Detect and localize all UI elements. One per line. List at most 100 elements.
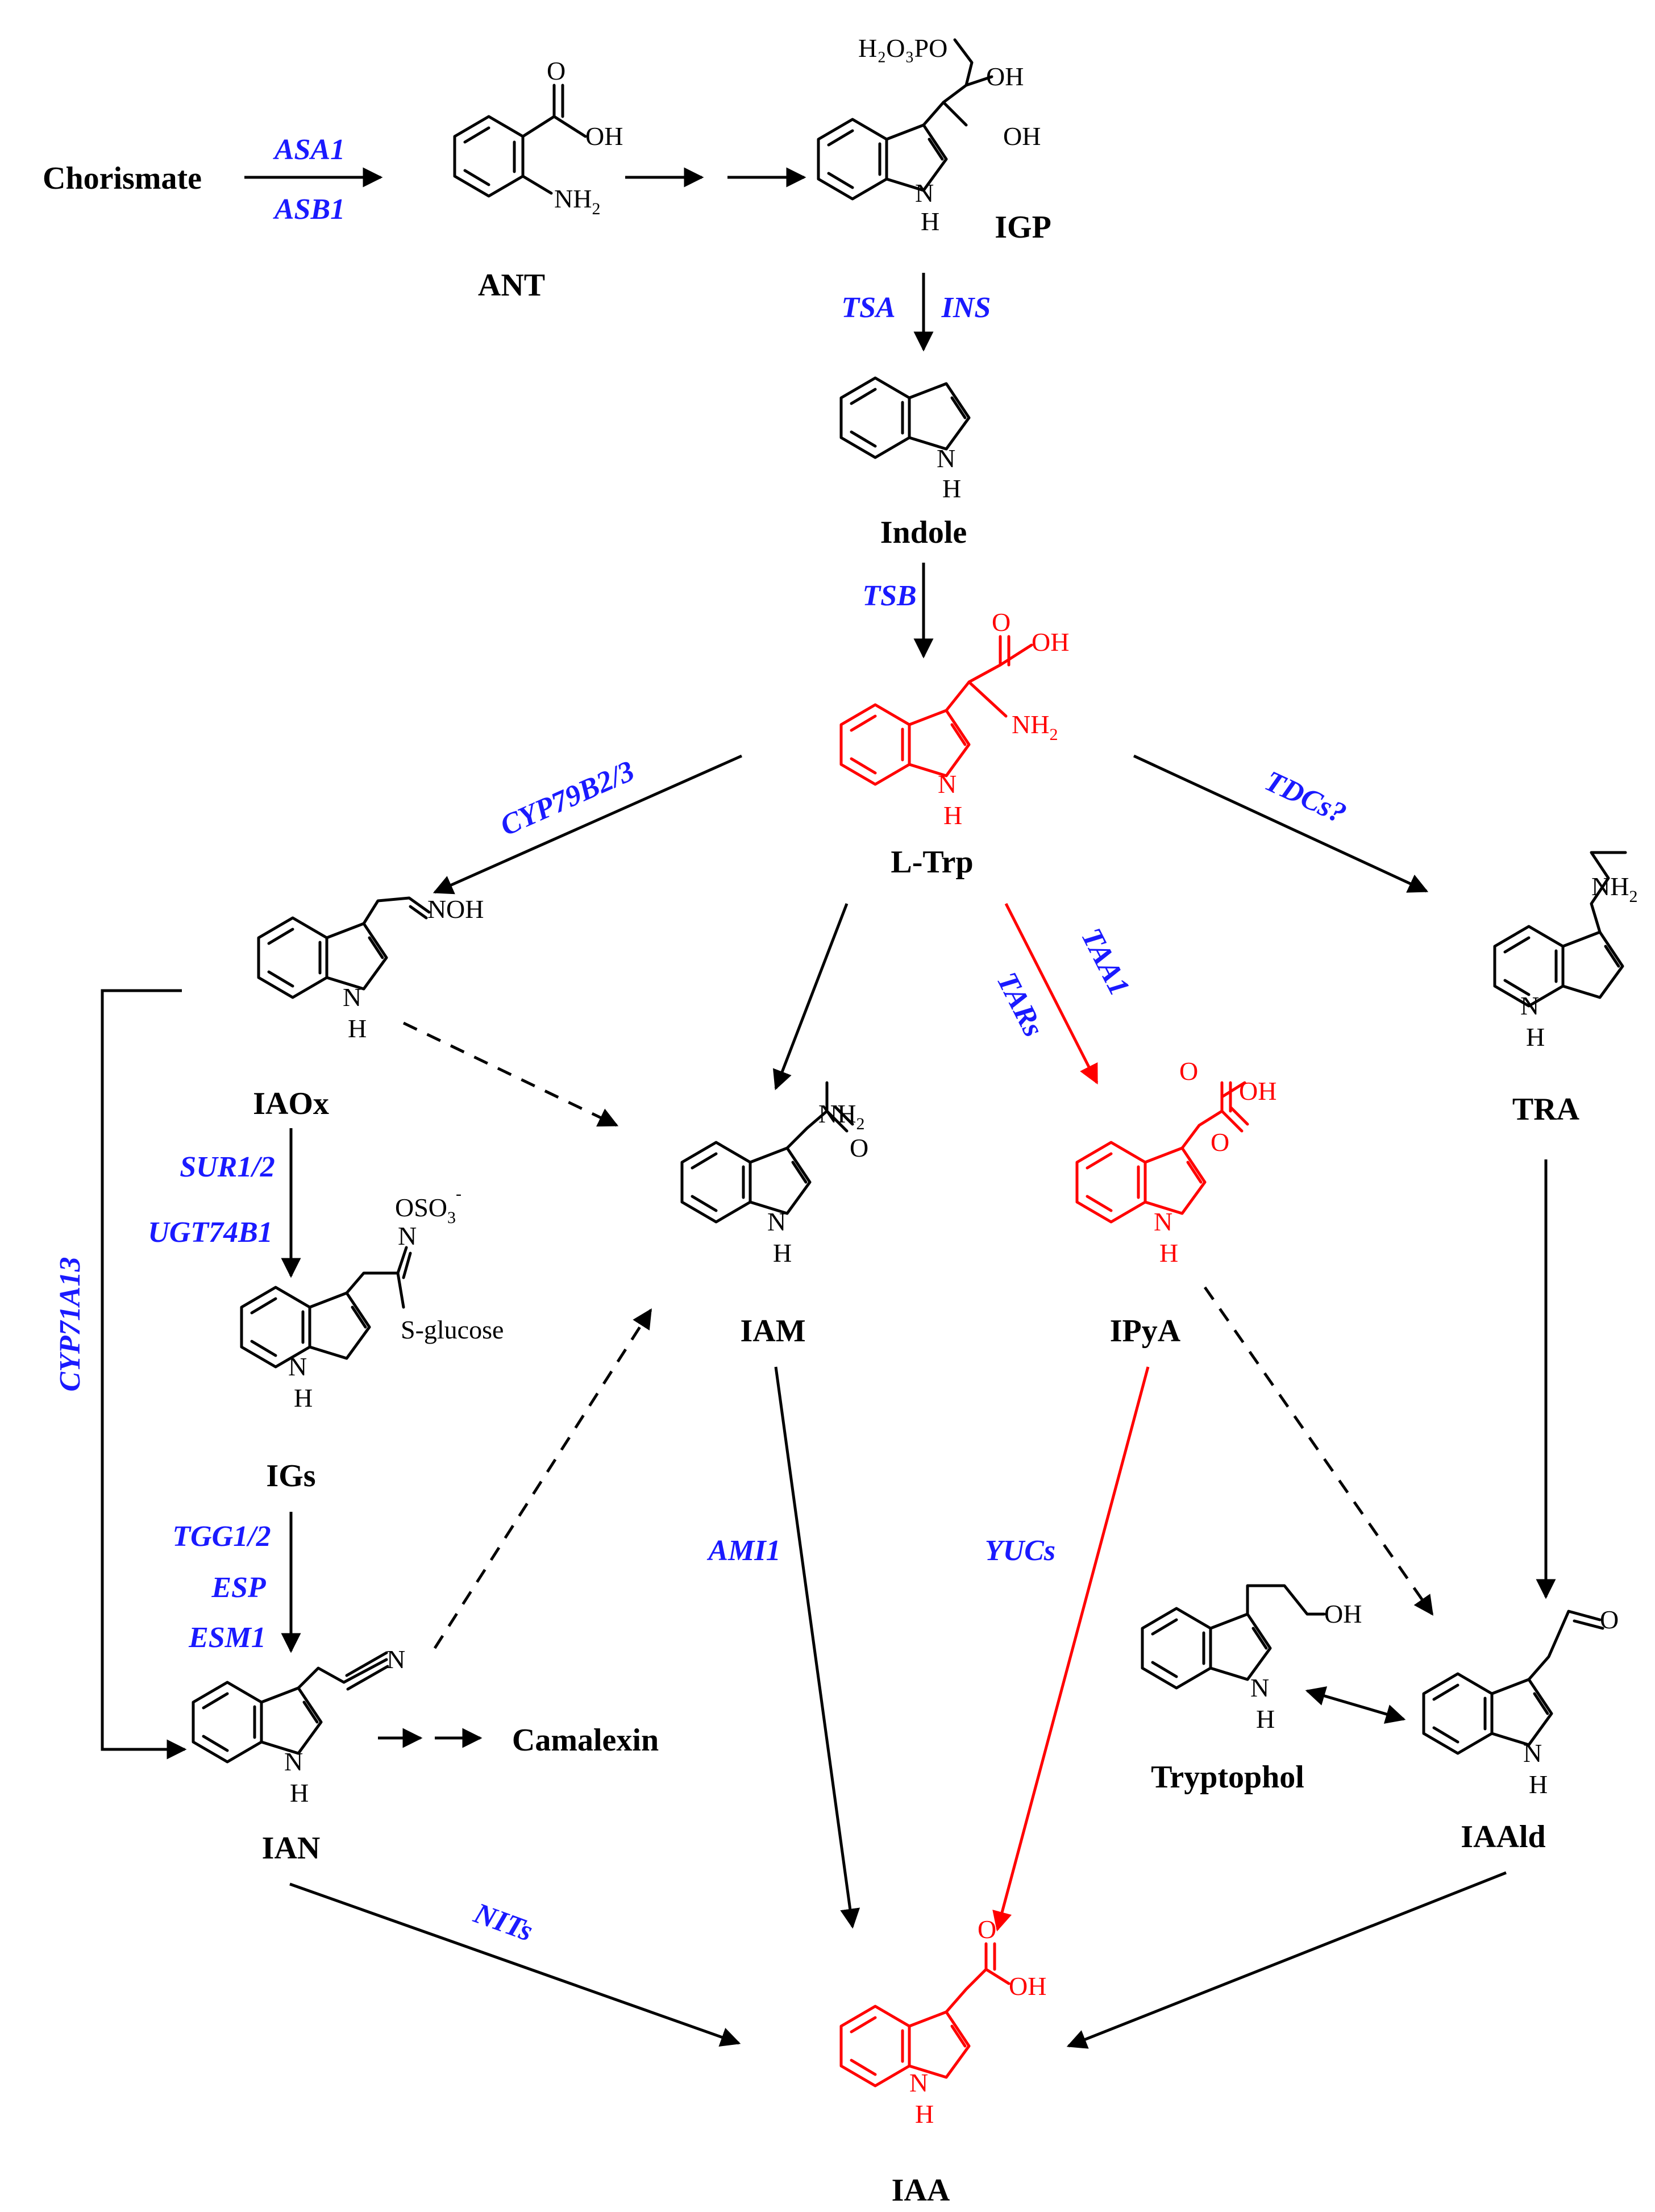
ipya-oh: OH [1239, 1076, 1276, 1105]
igp-n: N [915, 178, 934, 207]
enzyme-cyp71a13: CYP71A13 [54, 1257, 86, 1392]
ant-oh: OH [585, 122, 623, 151]
label-ant: ANT [478, 268, 545, 303]
tra-nh-text: NH [1591, 872, 1629, 901]
enzyme-tars: TARs [990, 967, 1050, 1042]
label-iam: IAM [740, 1313, 805, 1349]
label-ltrp: L-Trp [891, 845, 973, 880]
iaa-h: H [915, 2099, 934, 2128]
enzyme-ugt: UGT74B1 [148, 1216, 273, 1249]
igs-n: N [288, 1352, 307, 1381]
igs-oso-text: OSO [395, 1193, 447, 1222]
compound-labels: Chorismate ANT IGP Indole L-Trp IAOx IAM… [43, 161, 1580, 2208]
tra-nh-sub: 2 [1629, 887, 1637, 906]
iaa-n: N [909, 2068, 928, 2097]
iam-o: O [850, 1133, 868, 1162]
iaald-o: O [1600, 1605, 1619, 1634]
ian-n2: N [386, 1645, 405, 1674]
enzyme-esp: ESP [211, 1571, 267, 1604]
structure-iaald: N H O [1424, 1605, 1619, 1799]
label-camalexin: Camalexin [512, 1723, 659, 1758]
enzyme-ami1: AMI1 [706, 1535, 780, 1567]
label-chorismate: Chorismate [43, 161, 202, 196]
iaa-oh: OH [1009, 1972, 1046, 2001]
ipya-o1: O [1179, 1057, 1198, 1086]
igp-h: H [921, 207, 939, 236]
label-iaox: IAOx [253, 1086, 329, 1121]
igs-h: H [294, 1383, 313, 1412]
enzyme-cyp79b2: CYP79B2/3 [496, 755, 639, 842]
igp-phosphate: H₂O₃PO [858, 34, 947, 63]
tryptophol-oh: OH [1324, 1599, 1362, 1628]
ant-nh-text: NH [554, 184, 592, 213]
arrow-iaald-iaa [1066, 1871, 1507, 2049]
tryptophol-n: N [1250, 1673, 1269, 1702]
igs-oso-sub: 3 [447, 1208, 456, 1227]
arrow-ian-iam [433, 1308, 652, 1649]
label-tra: TRA [1512, 1092, 1580, 1127]
ant-o: O [547, 56, 565, 85]
structure-iaa: N H O OH [841, 1915, 1046, 2128]
ipya-n: N [1154, 1207, 1172, 1236]
iaox-n: N [343, 983, 361, 1012]
enzyme-tsb: TSB [862, 580, 916, 612]
igs-sglucose: S-glucose [401, 1315, 504, 1344]
iaox-n2: N [427, 895, 446, 924]
iam-nh-sub: 2 [856, 1115, 864, 1133]
enzyme-taa1: TAA1 [1075, 923, 1136, 1001]
arrow-ian-iaa [289, 1882, 741, 2047]
arrow-iaox-ian [101, 989, 187, 1760]
label-igs: IGs [266, 1458, 315, 1494]
ipya-o2: O [1211, 1128, 1229, 1157]
ltrp-h: H [943, 801, 962, 830]
label-ipya: IPyA [1110, 1313, 1181, 1349]
ltrp-o: O [992, 608, 1011, 637]
structure-ipya: N H O OH O [1077, 1057, 1276, 1267]
iaa-o: O [978, 1915, 996, 1944]
label-igp: IGP [995, 210, 1051, 245]
ltrp-nh2: NH2 [1012, 710, 1058, 744]
ltrp-nh-sub: 2 [1049, 725, 1058, 744]
igp-oh1: OH [986, 62, 1024, 91]
iam-nh2: NH2 [818, 1099, 864, 1133]
reaction-arrows [101, 167, 1556, 2049]
structure-igs: N H N OSO3- S-glucose [242, 1184, 504, 1412]
label-indole: Indole [880, 515, 967, 550]
structure-iam: N H NH2 O [682, 1081, 868, 1267]
tryptophol-h: H [1256, 1704, 1275, 1733]
iaald-h: H [1529, 1770, 1548, 1799]
structure-tra: N H NH2 [1495, 851, 1637, 1051]
label-ian: IAN [262, 1831, 321, 1866]
structure-ian: N H N [193, 1645, 405, 1807]
enzyme-sur: SUR1/2 [180, 1151, 275, 1183]
label-iaa: IAA [892, 2173, 950, 2208]
igs-n2: N [398, 1221, 417, 1250]
arrow-ltrp-iaox [433, 754, 743, 895]
igs-oso3: OSO3- [395, 1184, 461, 1227]
arrow-ipya-iaald [1203, 1286, 1434, 1616]
ant-nh2: NH2 [554, 184, 600, 218]
enzyme-ins: INS [941, 292, 991, 324]
igp-oh2: OH [1003, 122, 1041, 151]
enzyme-yucs: YUCs [985, 1535, 1055, 1567]
structure-tryptophol: N H OH [1142, 1584, 1362, 1733]
ltrp-nh-text: NH [1012, 710, 1049, 739]
ipya-h: H [1159, 1238, 1178, 1267]
igs-oso-sup: - [456, 1184, 461, 1203]
arrow-ltrp-ipya [1004, 903, 1099, 1085]
enzyme-esm1: ESM1 [188, 1621, 266, 1654]
arrow-ltrp-tra [1133, 754, 1429, 893]
iaald-n: N [1523, 1739, 1542, 1768]
ltrp-n: N [938, 770, 957, 799]
arrow-iam-iaa [774, 1366, 860, 1929]
structure-ltrp: N H O OH NH2 [841, 608, 1069, 830]
enzyme-tsa: TSA [841, 292, 895, 324]
iam-h: H [773, 1238, 792, 1267]
enzyme-nits: NITs [469, 1897, 537, 1948]
tra-n: N [1520, 991, 1539, 1020]
iam-n: N [767, 1207, 786, 1236]
indole-n: N [937, 444, 955, 473]
iaox-h: H [348, 1014, 367, 1043]
structure-igp: N H H₂O₃PO OH OH [818, 34, 1041, 236]
